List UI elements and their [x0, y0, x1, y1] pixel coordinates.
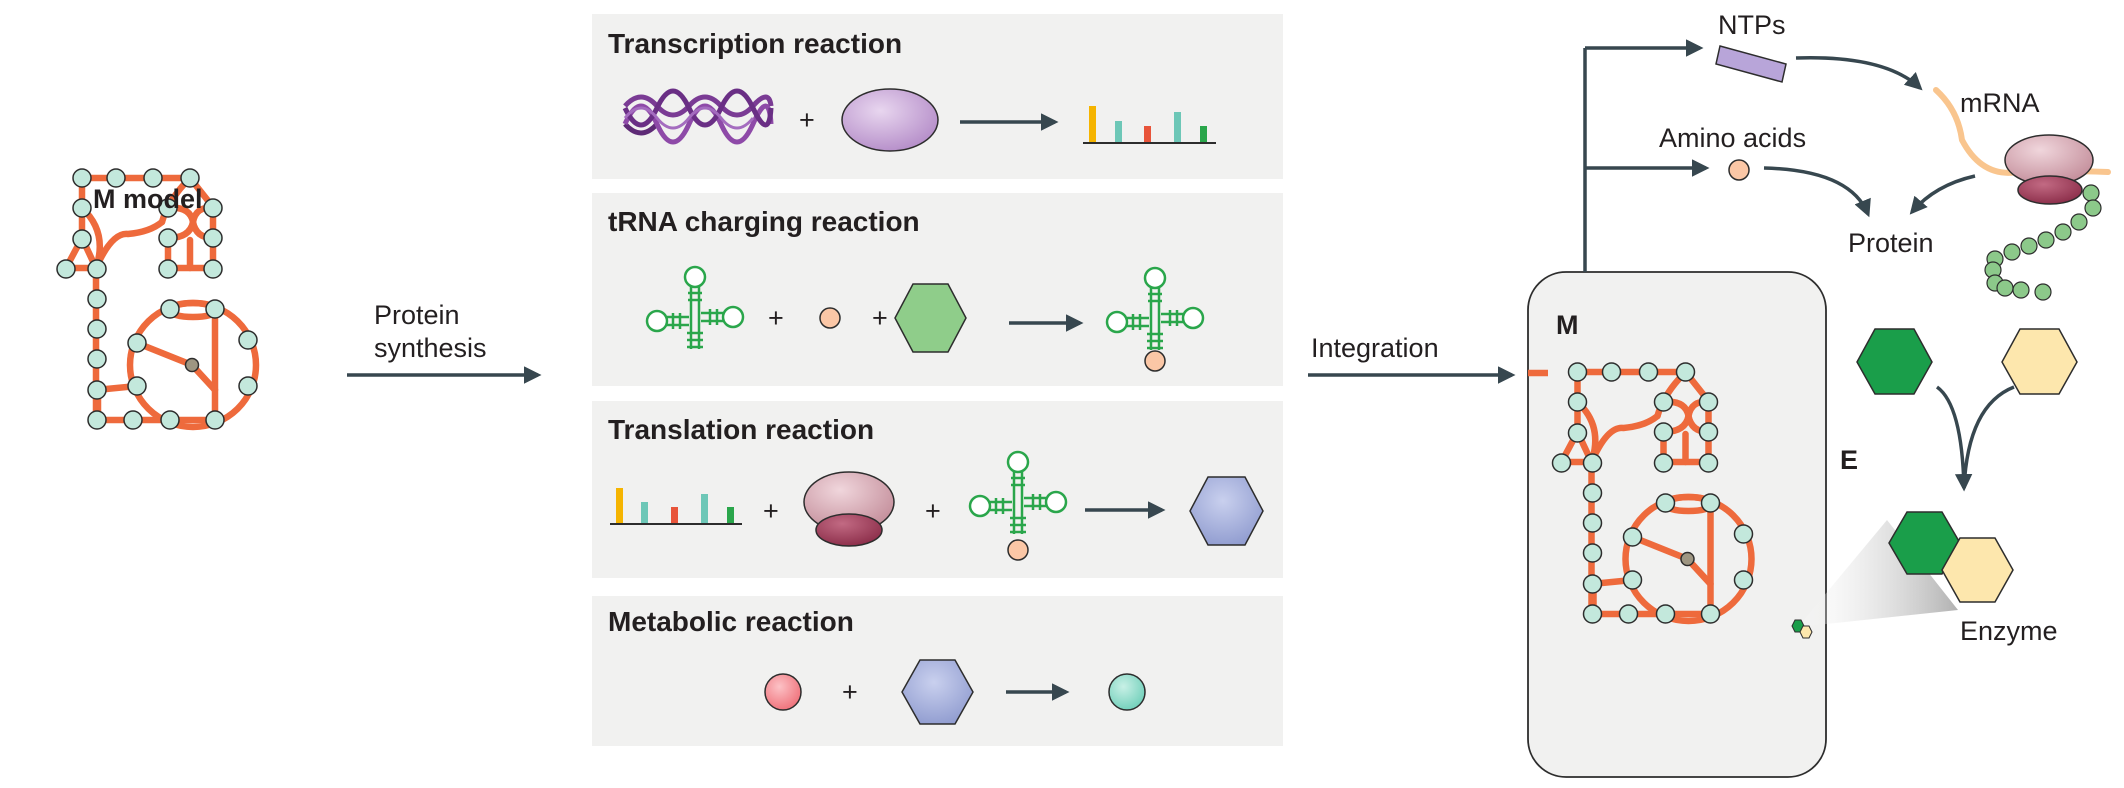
me-model-e-label: E: [1840, 445, 1859, 475]
ntps-to-mrna-arrow: [1795, 56, 1923, 91]
mrna-bars: [610, 488, 742, 525]
trna-plus-1: +: [768, 303, 784, 333]
me-model-box: [1527, 271, 1827, 778]
product-metabolite-icon: [1108, 673, 1146, 711]
rna-product-bars: [1083, 106, 1216, 144]
amino-acids-label: Amino acids: [1659, 123, 1807, 153]
transcription-title: Transcription reaction: [608, 28, 903, 59]
ribosome-to-protein-arrow: [1909, 174, 1976, 215]
translation-panel: [592, 401, 1283, 578]
trna-translation-amino-acid: [1007, 539, 1029, 561]
enzyme-assembly-arrow-right: [1962, 385, 2015, 489]
ntps-label: NTPs: [1718, 10, 1786, 40]
assembled-enzyme-yellow: [1941, 537, 2014, 603]
protein-label: Protein: [1848, 228, 1934, 258]
trna-synthetase-enzyme: [894, 283, 967, 353]
integration-label: Integration: [1311, 333, 1439, 363]
expression-ribosome-bottom: [2017, 175, 2083, 205]
substrate-metabolite-icon: [764, 673, 802, 711]
amino-acids-to-protein-arrow: [1763, 166, 1871, 218]
metabolic-plus: +: [842, 677, 858, 707]
amino-acids-icon: [1728, 159, 1750, 181]
ribosome-icon: [803, 471, 895, 547]
rna-polymerase: [841, 88, 939, 152]
translated-protein-icon: [1189, 476, 1264, 546]
metabolic-title: Metabolic reaction: [608, 606, 854, 637]
charged-amino-acid-icon: [1144, 350, 1166, 372]
enzyme-zoom-cone: [1798, 520, 1958, 627]
protein-synthesis-label-2: synthesis: [374, 333, 487, 363]
translation-plus-2: +: [925, 496, 941, 526]
dna-icon: [622, 88, 774, 145]
ntps-icon: [1715, 45, 1787, 83]
transcription-plus: +: [799, 105, 815, 135]
protein-synthesis-label-1: Protein: [374, 300, 460, 330]
trna-plus-2: +: [872, 303, 888, 333]
metabolic-enzyme-icon: [901, 659, 974, 725]
translation-plus-1: +: [763, 496, 779, 526]
enzyme-label: Enzyme: [1960, 616, 2058, 646]
enzyme-in-model-yellow: [1799, 625, 1813, 639]
assembled-enzyme-green: [1888, 511, 1961, 575]
m-model-title: M model: [93, 184, 203, 214]
enzyme-assembly-arrow-left: [1935, 385, 1973, 492]
translation-title: Translation reaction: [608, 414, 875, 445]
amino-acid-icon: [819, 307, 841, 329]
nascent-polypeptide-chain: [1984, 184, 2102, 301]
me-model-m-label: M: [1556, 310, 1579, 340]
enzyme-subunit-green: [1856, 328, 1933, 395]
enzyme-subunit-yellow: [2001, 328, 2078, 395]
mrna-label: mRNA: [1960, 88, 2040, 118]
trna-charging-title: tRNA charging reaction: [608, 206, 920, 237]
